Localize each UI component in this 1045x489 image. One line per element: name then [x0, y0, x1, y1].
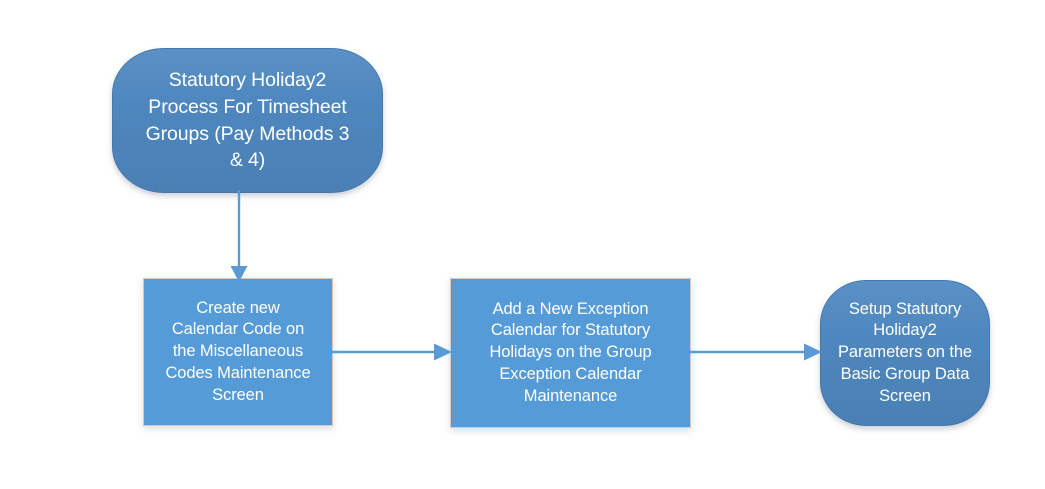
flowchart-node-step-1-label: Create new Calendar Code on the Miscella… — [165, 298, 311, 404]
flowchart-node-step-3-label: Setup Statutory Holiday2 Parameters on t… — [837, 299, 973, 405]
connector-arrow-right-icon — [331, 343, 452, 361]
flowchart-node-step-1[interactable]: Create new Calendar Code on the Miscella… — [143, 278, 333, 426]
connector-step-2-to-step-3 — [689, 338, 825, 366]
flowchart-node-step-2[interactable]: Add a New Exception Calendar for Statuto… — [450, 278, 691, 428]
flowchart-node-step-3[interactable]: Setup Statutory Holiday2 Parameters on t… — [820, 280, 990, 426]
connector-start-to-step-1 — [228, 190, 252, 284]
flowchart-node-start-label: Statutory Holiday2 Process For Timesheet… — [145, 69, 350, 172]
flowchart-node-step-2-label: Add a New Exception Calendar for Statuto… — [489, 299, 652, 405]
connector-arrow-down-icon — [230, 190, 248, 282]
connector-step-1-to-step-2 — [331, 338, 455, 366]
flowchart-node-start[interactable]: Statutory Holiday2 Process For Timesheet… — [112, 48, 383, 193]
connector-arrow-right-icon — [689, 343, 822, 361]
